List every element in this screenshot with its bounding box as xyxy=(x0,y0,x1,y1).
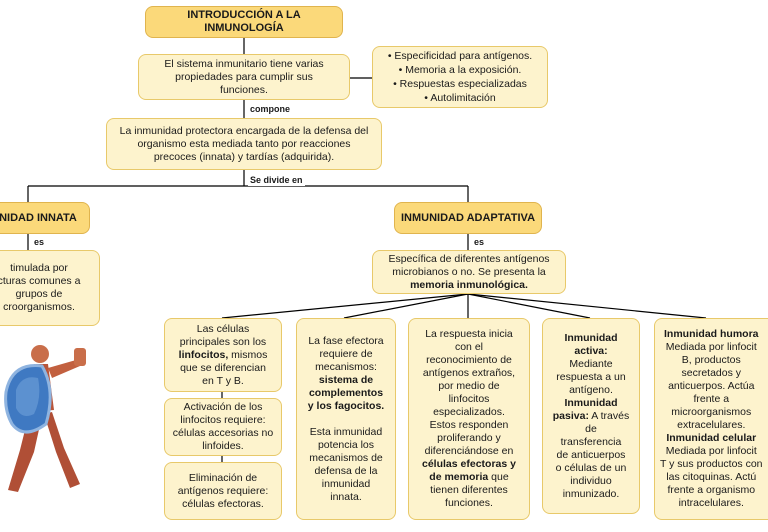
adaptive-desc-box: Específica de diferentes antígenos micro… xyxy=(372,250,566,294)
cellular-text: Mediada por linfocit T y sus productos c… xyxy=(660,445,763,509)
title-box: INTRODUCCIÓN A LA INMUNOLOGÍA xyxy=(145,6,343,38)
response-text-1: La respuesta inicia con el reconocimient… xyxy=(422,328,516,457)
lymphocytes-text-bold: linfocitos, xyxy=(178,348,229,361)
lymphocytes-text-1: Las células principales son los xyxy=(179,322,267,348)
title-text: INTRODUCCIÓN A LA INMUNOLOGÍA xyxy=(187,9,301,34)
adaptive-connector-label: es xyxy=(472,237,487,248)
lymphocytes-box: Las células principales son los linfocit… xyxy=(164,318,282,392)
adaptive-header-box: INMUNIDAD ADAPTATIVA xyxy=(394,202,542,234)
property-item: Memoria a la exposición. xyxy=(388,64,532,77)
response-box: La respuesta inicia con el reconocimient… xyxy=(408,318,530,520)
adaptive-header: INMUNIDAD ADAPTATIVA xyxy=(400,211,536,224)
property-item: Respuestas especializadas xyxy=(388,78,532,91)
effector-text-2: Esta inmunidad potencia los mecanismos d… xyxy=(309,425,383,503)
properties-list: Especificidad para antígenos. Memoria a … xyxy=(388,49,532,106)
effector-text-bold: sistema de complementos y los fagocitos. xyxy=(307,373,385,412)
response-text: La respuesta inicia con el reconocimient… xyxy=(422,328,516,510)
activation-box: Activación de los linfocitos requiere: c… xyxy=(164,398,282,456)
passive-heading: Inmunidad pasiva: xyxy=(552,396,618,422)
adaptive-desc-text: Específica de diferentes antígenos micro… xyxy=(388,252,550,278)
innate-desc-box: timulada por cturas comunes a grupos de … xyxy=(0,250,100,326)
activation-text: Activación de los linfocitos requiere: c… xyxy=(172,401,274,452)
innate-connector-label: es xyxy=(32,237,47,248)
innate-header-box: UNIDAD INNATA xyxy=(0,202,90,234)
response-text-2: que tienen diferentes funciones. xyxy=(430,471,509,509)
protective-box: La inmunidad protectora encargada de la … xyxy=(106,118,382,170)
property-item: Especificidad para antígenos. xyxy=(388,50,532,63)
humoral-cellular-box: Inmunidad humora Mediada por linfocit B,… xyxy=(654,318,768,520)
lymphocytes-text: Las células principales son los linfocit… xyxy=(179,323,268,388)
cellular-heading: Inmunidad celular xyxy=(666,432,757,444)
effector-phase-text: La fase efectora requiere de mecanismos:… xyxy=(308,335,384,504)
elimination-text: Eliminación de antígenos requiere: célul… xyxy=(177,471,269,510)
properties-box: Especificidad para antígenos. Memoria a … xyxy=(372,46,548,108)
innate-desc: timulada por cturas comunes a grupos de … xyxy=(0,262,81,313)
humoral-cellular-text: Inmunidad humora Mediada por linfocit B,… xyxy=(660,328,763,510)
intro-text: El sistema inmunitario tiene varias prop… xyxy=(164,57,324,96)
adaptive-desc: Específica de diferentes antígenos micro… xyxy=(388,253,549,292)
anatomy-figure-with-shield-icon xyxy=(4,345,86,492)
active-passive-box: Inmunidad activa: Mediante respuesta a u… xyxy=(542,318,640,514)
connector-label-compone: compone xyxy=(248,104,293,115)
innate-header: UNIDAD INNATA xyxy=(0,211,77,224)
humoral-heading: Inmunidad humora xyxy=(664,328,759,340)
effector-phase-box: La fase efectora requiere de mecanismos:… xyxy=(296,318,396,520)
elimination-box: Eliminación de antígenos requiere: célul… xyxy=(164,462,282,520)
active-passive-text: Inmunidad activa: Mediante respuesta a u… xyxy=(553,332,629,501)
passive-text: A través de transferencia de anticuerpos… xyxy=(555,409,630,500)
lymphocytes-text-2: mismos que se diferencian en T y B. xyxy=(180,348,268,387)
response-text-bold: células efectoras y de memoria xyxy=(422,458,516,483)
active-text: Mediante respuesta a un antígeno. xyxy=(556,357,626,396)
active-heading: Inmunidad activa: xyxy=(564,331,618,357)
property-item: Autolimitación xyxy=(388,92,532,105)
protective-text: La inmunidad protectora encargada de la … xyxy=(119,124,369,163)
intro-box: El sistema inmunitario tiene varias prop… xyxy=(138,54,350,100)
connector-label-divide: Se divide en xyxy=(248,175,305,186)
effector-text-1: La fase efectora requiere de mecanismos: xyxy=(308,334,384,373)
humoral-text: Mediada por linfocit B, productos secret… xyxy=(665,341,757,431)
adaptive-desc-bold: memoria inmunológica. xyxy=(410,278,528,291)
